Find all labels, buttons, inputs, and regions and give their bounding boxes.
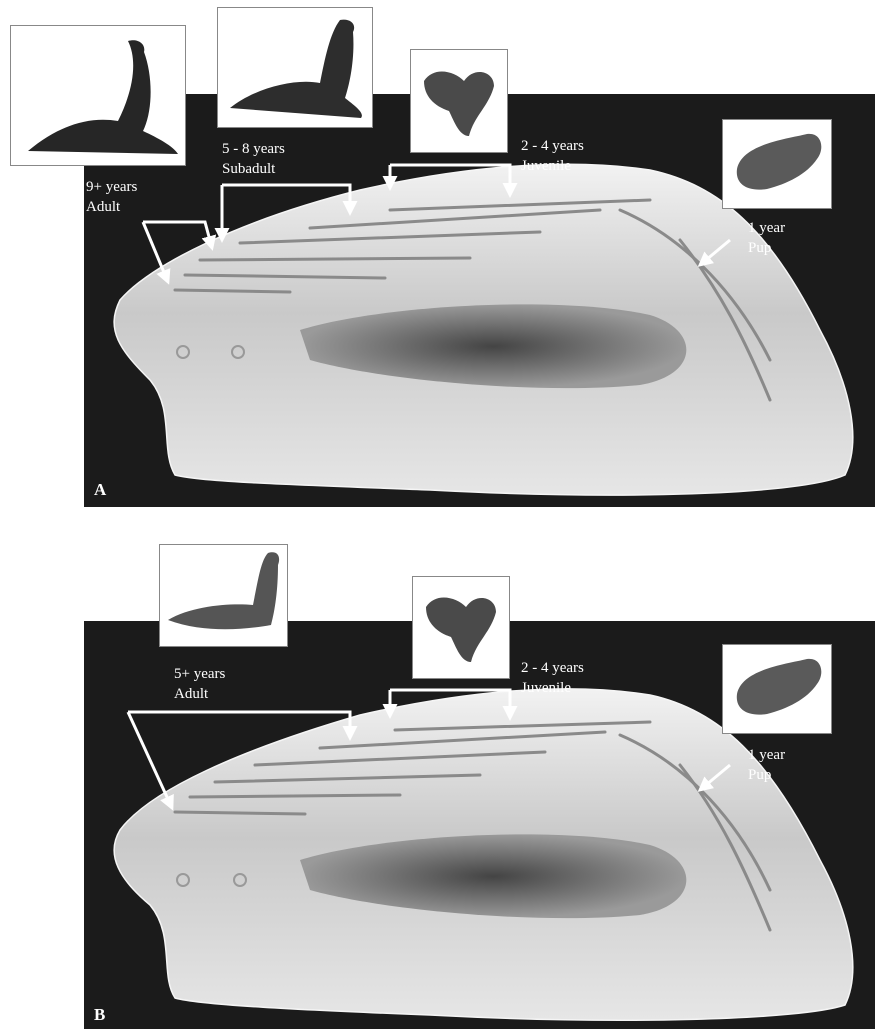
sea-lion-subadult-icon — [218, 8, 372, 127]
label-a-pup-age: 1 year — [748, 218, 785, 238]
tooth-a — [114, 164, 853, 495]
panel-b-label: B — [94, 1005, 105, 1025]
label-a-juvenile: 2 - 4 years Juvenile — [521, 136, 584, 176]
sea-lion-pup-icon — [723, 120, 831, 208]
sea-lion-adult-icon — [11, 26, 185, 165]
photo-a-juvenile — [410, 49, 508, 153]
label-a-juvenile-stage: Juvenile — [521, 156, 584, 176]
sea-lion-adult-icon — [160, 545, 287, 646]
sea-lion-pup-icon — [723, 645, 831, 733]
photo-b-pup — [722, 644, 832, 734]
panel-a-label: A — [94, 480, 106, 500]
photo-b-juvenile — [412, 576, 510, 679]
label-b-adult-age: 5+ years — [174, 664, 225, 684]
label-a-subadult-stage: Subadult — [222, 159, 285, 179]
label-b-adult: 5+ years Adult — [174, 664, 225, 704]
label-b-juvenile-age: 2 - 4 years — [521, 658, 584, 678]
label-a-pup: 1 year Pup — [748, 218, 785, 258]
label-b-pup: 1 year Pup — [748, 745, 785, 785]
label-a-subadult-age: 5 - 8 years — [222, 139, 285, 159]
label-b-pup-stage: Pup — [748, 765, 785, 785]
label-b-pup-age: 1 year — [748, 745, 785, 765]
arrow-b-adult-left — [128, 712, 172, 808]
label-a-pup-stage: Pup — [748, 238, 785, 258]
label-b-juvenile-stage: Juvenile — [521, 678, 584, 698]
label-b-adult-stage: Adult — [174, 684, 225, 704]
label-b-juvenile: 2 - 4 years Juvenile — [521, 658, 584, 698]
sea-lion-juvenile-icon — [411, 50, 507, 152]
photo-a-pup — [722, 119, 832, 209]
photo-b-adult — [159, 544, 288, 647]
photo-a-subadult — [217, 7, 373, 128]
label-a-adult: 9+ years Adult — [86, 177, 137, 217]
photo-a-adult — [10, 25, 186, 166]
label-a-subadult: 5 - 8 years Subadult — [222, 139, 285, 179]
label-a-adult-stage: Adult — [86, 197, 137, 217]
tooth-b — [114, 689, 853, 1020]
label-a-juvenile-age: 2 - 4 years — [521, 136, 584, 156]
label-a-adult-age: 9+ years — [86, 177, 137, 197]
sea-lion-juvenile-icon — [413, 577, 509, 678]
